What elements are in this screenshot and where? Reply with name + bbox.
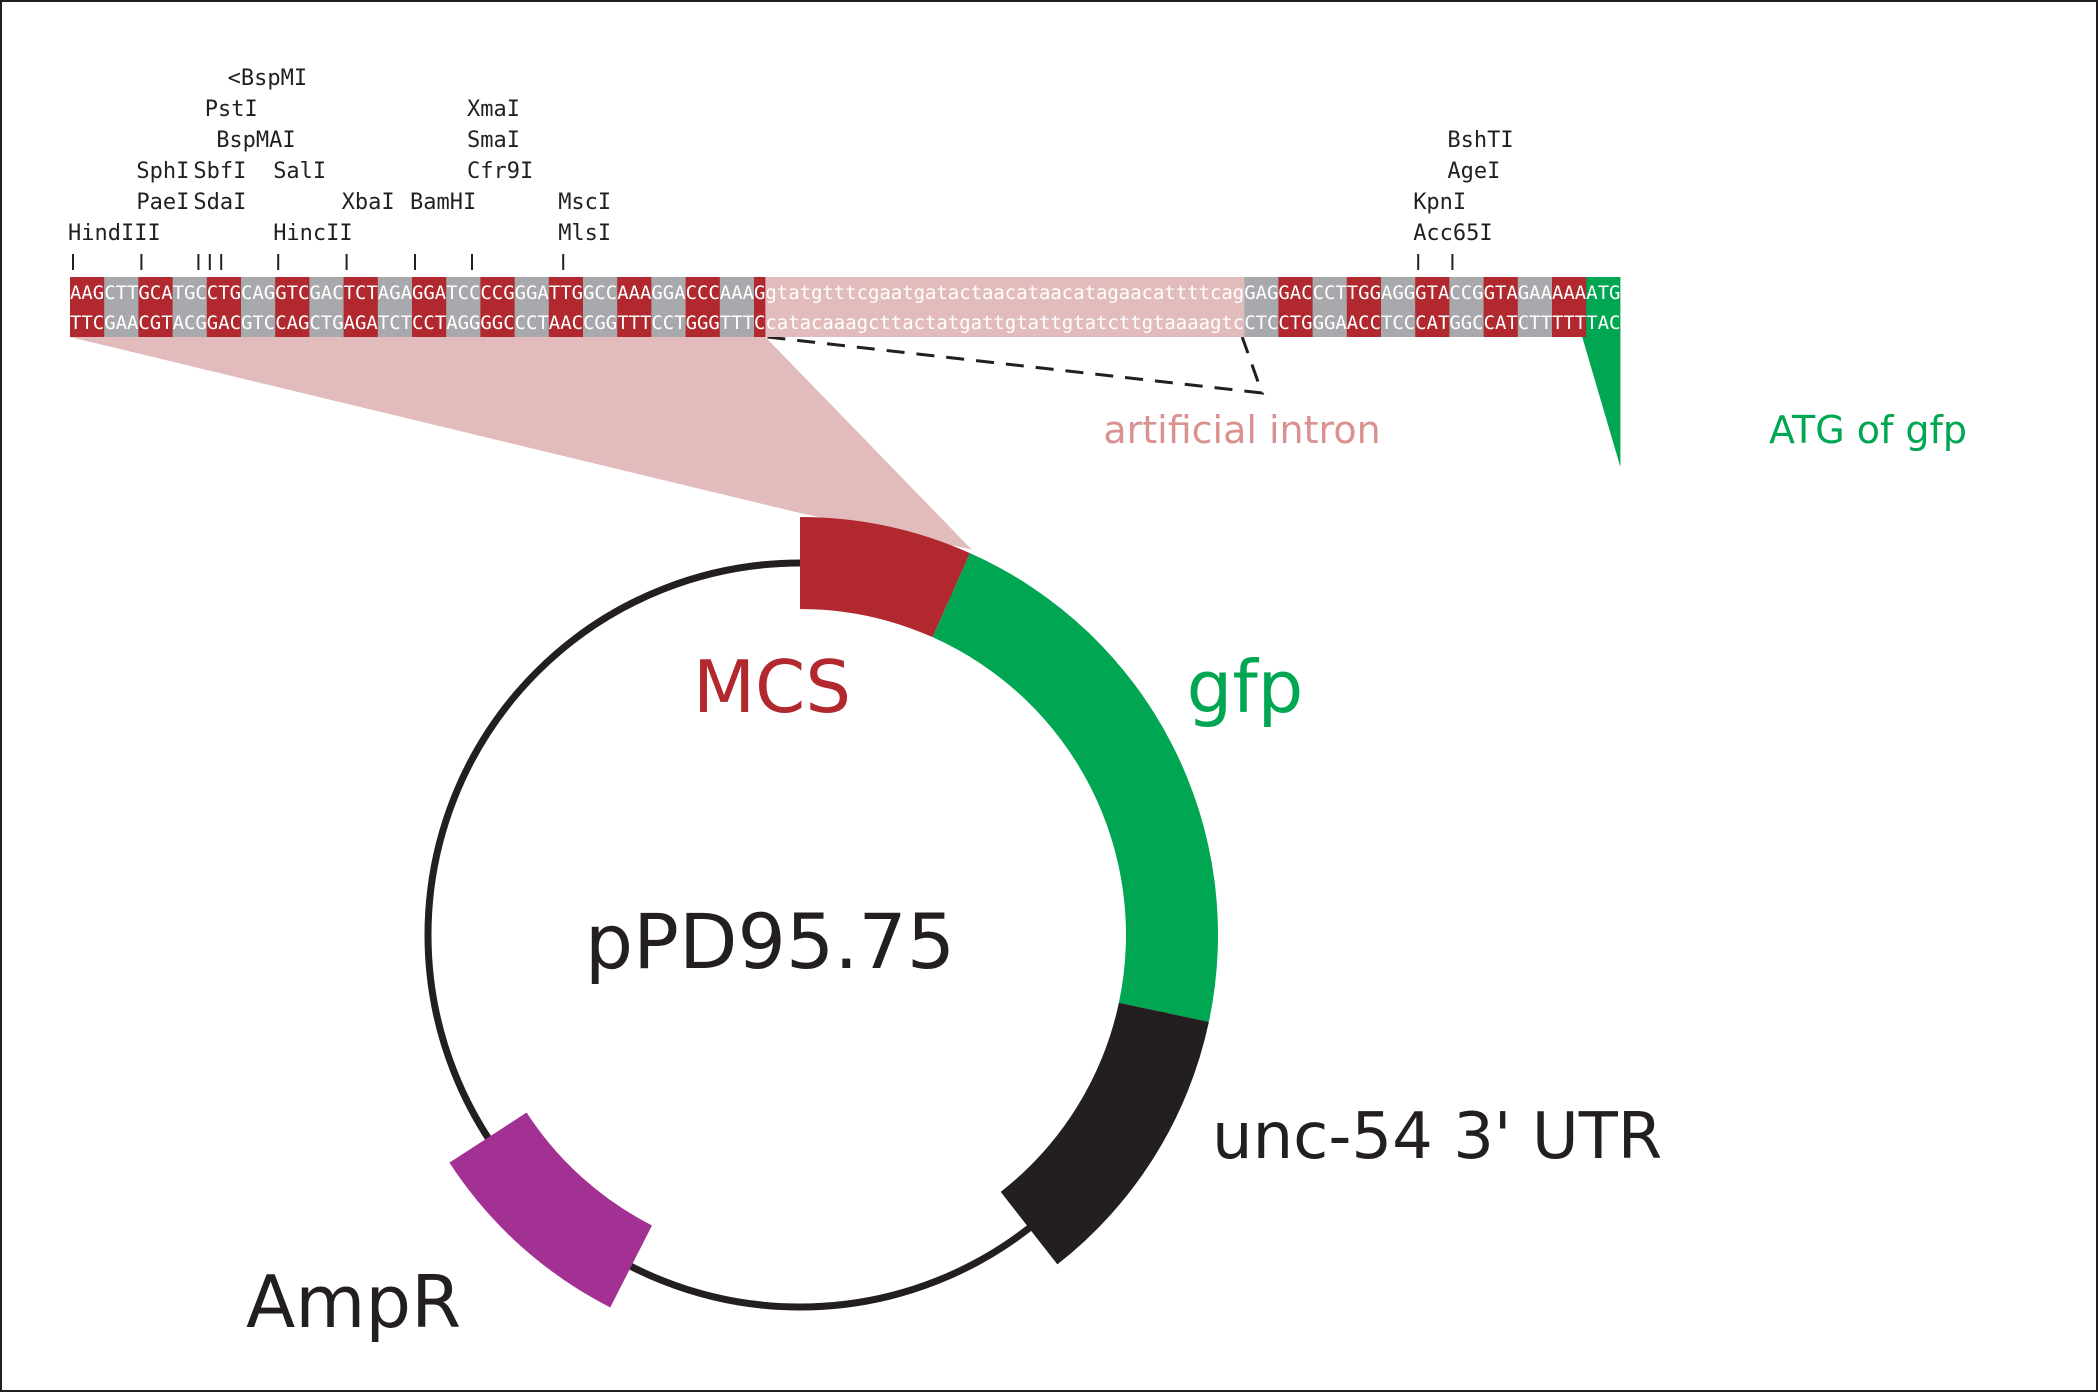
codon-block bbox=[1312, 277, 1348, 337]
site-label: Acc65I bbox=[1413, 221, 1492, 246]
site-label: KpnI bbox=[1413, 190, 1466, 215]
sequence-text: gtatgtttcgaatgatactaacataacatagaacattttc… bbox=[765, 282, 1244, 304]
codon-block bbox=[514, 277, 550, 337]
codon-block bbox=[719, 277, 755, 337]
intron-splice-dashes bbox=[767, 335, 1265, 395]
codon-block bbox=[172, 277, 208, 337]
codon-block bbox=[1415, 277, 1450, 337]
sequence-text: TTCGAACGTACGGACGTCCAGCTGAGATCTCCTAGGGGCC… bbox=[70, 312, 765, 334]
codon-block bbox=[70, 277, 105, 337]
codon-block bbox=[206, 277, 242, 337]
site-label: <BspMI bbox=[228, 66, 307, 91]
codon-block bbox=[1244, 277, 1279, 337]
codon-block bbox=[685, 277, 721, 337]
site-label: BspMAI bbox=[216, 128, 295, 153]
codon-block bbox=[617, 277, 652, 337]
codon-block bbox=[1449, 277, 1485, 337]
codon-block bbox=[583, 277, 618, 337]
sequence-text: TAC bbox=[1586, 312, 1620, 334]
site-label: SdaI bbox=[193, 190, 246, 215]
codon-block bbox=[1278, 277, 1314, 337]
atg-pointer bbox=[1582, 337, 1621, 467]
feature-arc-mcs bbox=[800, 517, 971, 638]
site-label: HincII bbox=[273, 221, 352, 246]
sequence-text: CTCCTGGGAACCTCCCATGGCCATCTTTTT bbox=[1244, 312, 1586, 334]
site-label: MscI bbox=[558, 190, 611, 215]
codon-block bbox=[480, 277, 516, 337]
feature-label-gfp: gfp bbox=[1187, 645, 1304, 729]
feature-arc-utr bbox=[1000, 1002, 1209, 1265]
feature-label-ampr: AmpR bbox=[246, 1260, 461, 1344]
codon-block bbox=[309, 277, 345, 337]
codon-block bbox=[412, 277, 447, 337]
codon-block bbox=[548, 277, 584, 337]
codon-block bbox=[1517, 277, 1553, 337]
codon-block bbox=[104, 277, 139, 337]
feature-arc-ampr bbox=[449, 1112, 652, 1308]
feature-arc-gfp bbox=[932, 553, 1218, 1022]
codon-block bbox=[241, 277, 276, 337]
site-label: SalI bbox=[273, 159, 326, 184]
codon-block bbox=[1483, 277, 1519, 337]
codon-block bbox=[275, 277, 310, 337]
site-label: SphI bbox=[136, 159, 189, 184]
codon-block bbox=[1381, 277, 1416, 337]
site-label: MlsI bbox=[558, 221, 611, 246]
mcs-zoom-wedge bbox=[70, 337, 972, 550]
site-label: PaeI bbox=[136, 190, 189, 215]
site-label: XmaI bbox=[467, 97, 520, 122]
codon-block bbox=[446, 277, 481, 337]
site-label: BamHI bbox=[410, 190, 476, 215]
intron-block bbox=[765, 277, 1245, 337]
mcs-sequence: AAGCTTGCATGCCTGCAGGTCGACTCTAGAGGATCCCCGG… bbox=[70, 277, 1621, 337]
atg-label: ATG of gfp bbox=[1769, 408, 1967, 452]
atg-block bbox=[1586, 277, 1621, 337]
site-label: SbfI bbox=[193, 159, 246, 184]
sequence-text: AAGCTTGCATGCCTGCAGGTCGACTCTAGAGGATCCCCGG… bbox=[70, 282, 765, 304]
plasmid-name: pPD95.75 bbox=[585, 897, 955, 986]
site-label: Cfr9I bbox=[467, 159, 533, 184]
site-label: XbaI bbox=[342, 190, 395, 215]
codon-block bbox=[377, 277, 413, 337]
intron-label: artificial intron bbox=[1103, 408, 1380, 452]
atg-arrow bbox=[1582, 337, 1621, 467]
splice-line bbox=[767, 335, 1265, 395]
site-label: PstI bbox=[205, 97, 258, 122]
zoom-wedge-shape bbox=[70, 337, 972, 550]
codon-block bbox=[138, 277, 174, 337]
codon-block bbox=[1552, 277, 1587, 337]
sequence-text: GAGGACCCTTGGAGGGTACCGGTAGAAAAA bbox=[1244, 282, 1587, 304]
codon-block bbox=[651, 277, 687, 337]
sequence-text: catacaaagcttactatgattgtattgtatcttgtaaaag… bbox=[765, 312, 1244, 334]
plasmid-circle bbox=[424, 517, 1218, 1311]
site-label: BshTI bbox=[1447, 128, 1513, 153]
site-label: AgeI bbox=[1447, 159, 1500, 184]
site-label: SmaI bbox=[467, 128, 520, 153]
codon-block bbox=[343, 277, 379, 337]
codon-block bbox=[1346, 277, 1382, 337]
feature-label-mcs: MCS bbox=[693, 645, 851, 729]
feature-label-utr: unc-54 3' UTR bbox=[1212, 1100, 1662, 1174]
site-label: HindIII bbox=[68, 221, 161, 246]
sequence-text: ATG bbox=[1586, 282, 1620, 304]
